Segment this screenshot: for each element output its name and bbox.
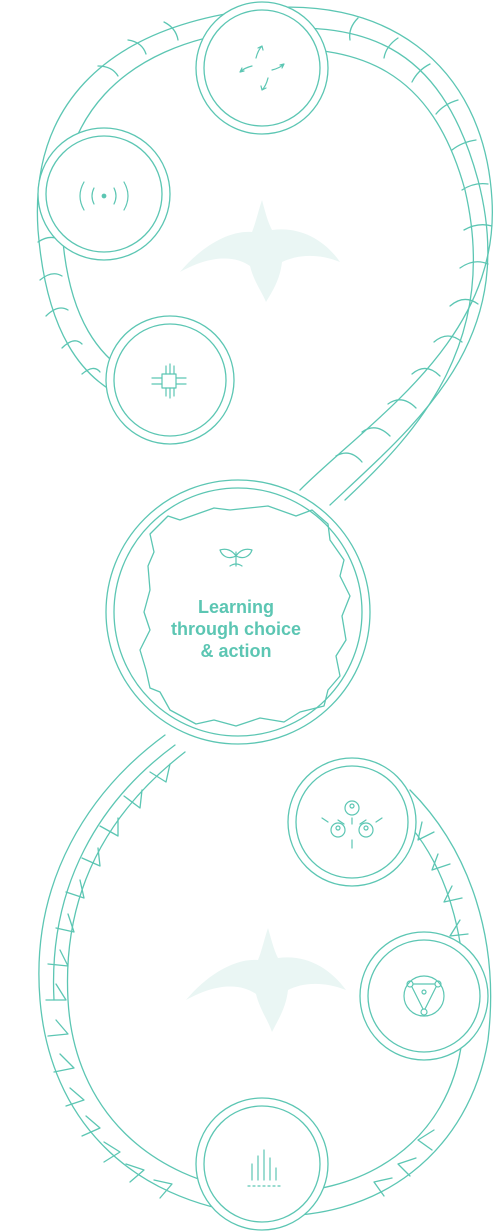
center-label-line-3: & action [200, 641, 272, 661]
center-node [105, 479, 371, 745]
bar-levels-icon [247, 1149, 283, 1187]
broadcast-icon [79, 181, 129, 211]
people-network-icon [321, 800, 383, 849]
bird-icon [180, 200, 340, 302]
triangle-nodes-icon [403, 975, 445, 1017]
node-people-network [287, 757, 417, 887]
node-chip [105, 315, 235, 445]
chevrons [45, 763, 469, 1199]
bird-icon [186, 928, 346, 1032]
center-label-line-2: through choice [171, 619, 301, 639]
arrows-exchange-icon [239, 45, 285, 91]
chip-icon [151, 363, 187, 399]
node-broadcast [37, 127, 171, 261]
center-label: Learning through choice & action [148, 596, 324, 662]
center-frame [139, 505, 351, 727]
node-arrows-exchange [195, 1, 329, 135]
node-bar-levels [195, 1097, 329, 1231]
node-triangle-nodes [359, 931, 489, 1061]
upper-loop-band [36, 6, 493, 506]
sprout-icon [219, 548, 253, 567]
center-label-line-1: Learning [197, 597, 274, 617]
wave-scallops [37, 17, 493, 463]
